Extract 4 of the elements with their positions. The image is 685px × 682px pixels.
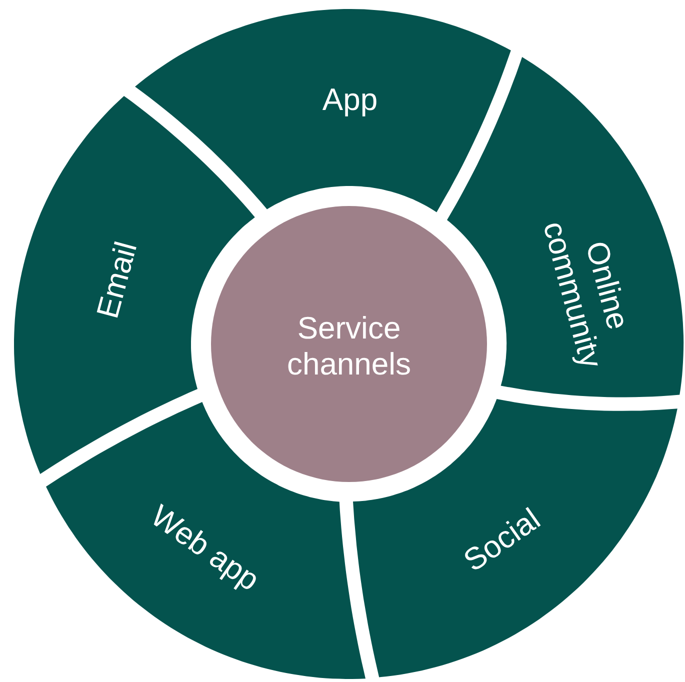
center-label: Service channels <box>286 310 412 382</box>
segment-label: Email <box>90 238 144 322</box>
segment-label: Web app <box>144 498 266 598</box>
segment-label: App <box>322 82 378 118</box>
